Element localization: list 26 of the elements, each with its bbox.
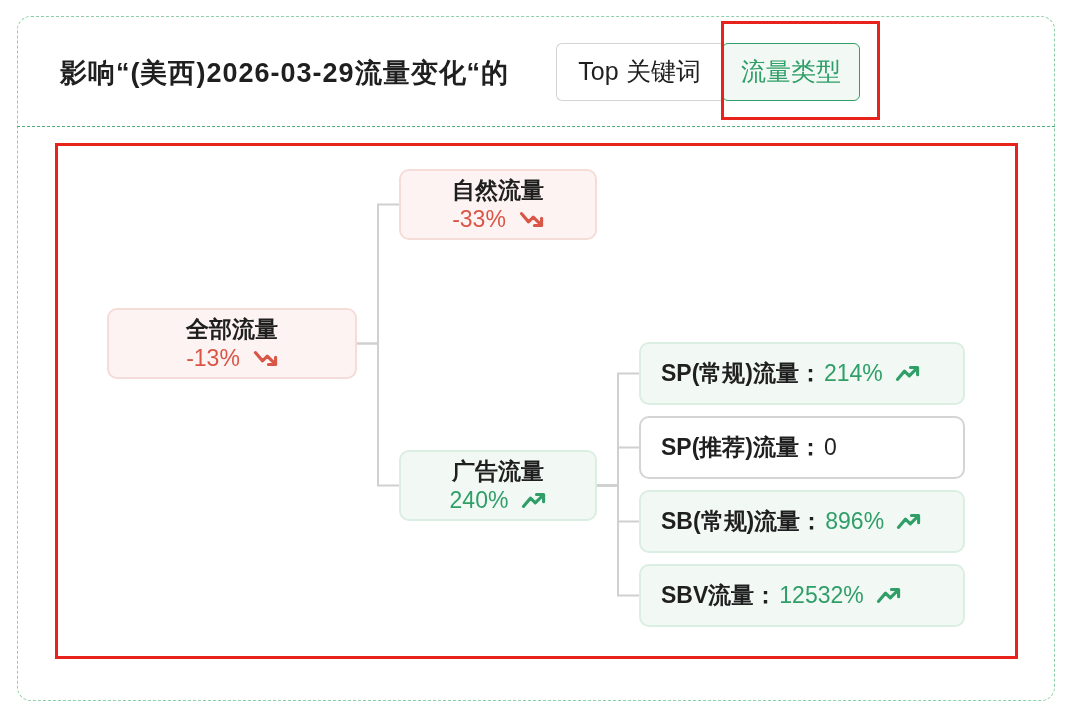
metric-name: 全部流量 bbox=[186, 314, 278, 344]
metric-card bbox=[639, 564, 965, 627]
metric-value: 240% bbox=[449, 485, 509, 515]
metric-value: 12532% bbox=[779, 581, 864, 610]
metric-card bbox=[639, 342, 965, 405]
metric-value: 896% bbox=[825, 507, 885, 536]
selected-tab: 流量类型 bbox=[722, 43, 860, 101]
metric-card bbox=[399, 169, 597, 240]
metric-value: 0 bbox=[824, 433, 837, 462]
tab: Top 关键词 bbox=[556, 43, 722, 101]
metric-card bbox=[639, 416, 965, 479]
panel-title: 影响“(美西)2026-03-29流量变化“的 bbox=[60, 57, 510, 90]
metric-value: -33% bbox=[452, 204, 506, 234]
metric-name: SP(常规)流量： bbox=[661, 359, 822, 388]
metric-card bbox=[399, 450, 597, 521]
metric-name: SBV流量： bbox=[661, 581, 778, 610]
metric-name: SB(常规)流量： bbox=[661, 507, 824, 536]
connector-line bbox=[596, 484, 640, 597]
metric-name: 广告流量 bbox=[452, 456, 544, 486]
metric-name: 自然流量 bbox=[452, 175, 544, 205]
metric-value: -13% bbox=[186, 343, 240, 373]
metric-card bbox=[107, 308, 357, 379]
metric-value: 214% bbox=[824, 359, 883, 388]
connector-line bbox=[356, 342, 400, 487]
metric-name: SP(推荐)流量： bbox=[661, 433, 822, 462]
metric-card bbox=[639, 490, 965, 553]
